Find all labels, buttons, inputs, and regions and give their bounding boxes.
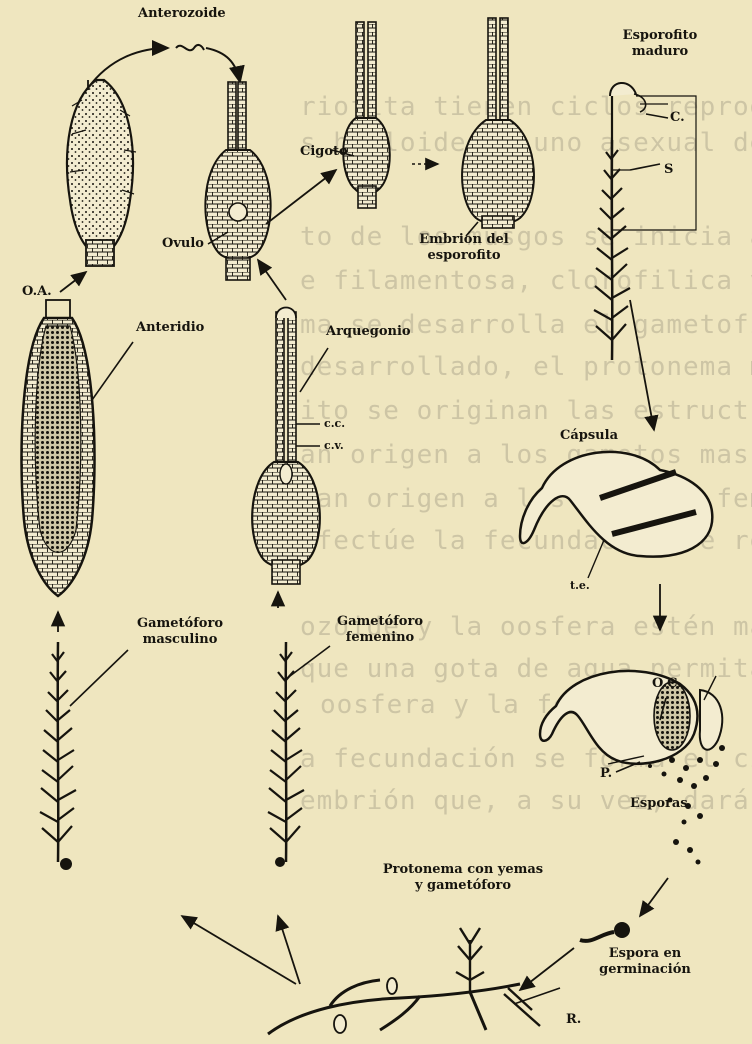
- label-cigoto: Cigoto: [300, 144, 348, 160]
- protonema-arrows: [182, 916, 300, 984]
- label-oc: O.C.: [652, 676, 682, 692]
- female-gametophore: [268, 592, 304, 867]
- germinating-spore: [580, 922, 630, 941]
- arrow-to-capsule: [630, 300, 654, 430]
- label-cv: c.v.: [324, 438, 344, 454]
- label-p: P.: [600, 766, 612, 782]
- archegonium-with-egg: [205, 82, 270, 280]
- label-arquegonio: Arquegonio: [326, 324, 411, 340]
- leader-lines: [70, 114, 668, 1004]
- label-capsula: Cápsula: [560, 428, 618, 444]
- antherozoid: [88, 45, 240, 88]
- label-oa: O.A.: [22, 284, 52, 300]
- open-antheridium: [67, 80, 136, 266]
- label-c: C.: [670, 110, 685, 126]
- zygote: [343, 22, 390, 208]
- label-esporas: Esporas: [630, 796, 688, 812]
- capsule: [520, 452, 712, 578]
- label-anteridio: Anteridio: [136, 320, 204, 336]
- sporophyte-embryo: [462, 18, 534, 228]
- arrow-to-protonema: [520, 948, 574, 990]
- protonema: [268, 928, 540, 1034]
- label-esporofito-maduro: Esporofito maduro: [616, 28, 704, 60]
- label-gametoforo-masculino: Gametóforo masculino: [130, 616, 230, 648]
- label-embrion-esporofito: Embrión del esporofito: [408, 232, 520, 264]
- label-espora-germinacion: Espora en germinación: [590, 946, 700, 978]
- label-cc: c.c.: [324, 416, 345, 432]
- label-te: t.e.: [570, 578, 590, 594]
- open-capsule: [540, 671, 725, 865]
- label-anterozoide: Anterozoide: [138, 6, 226, 22]
- label-protonema: Protonema con yemas y gametóforo: [380, 862, 546, 894]
- label-r: R.: [566, 1012, 581, 1028]
- label-ovulo: Ovulo: [162, 236, 204, 252]
- archegonium: [252, 260, 320, 584]
- label-gametoforo-femenino: Gametóforo femenino: [330, 614, 430, 646]
- male-gametophore: [40, 612, 76, 870]
- egg-to-zygote-arrow: [266, 170, 336, 224]
- label-s: S: [664, 162, 673, 178]
- arrow-to-germinating-spore: [640, 878, 668, 916]
